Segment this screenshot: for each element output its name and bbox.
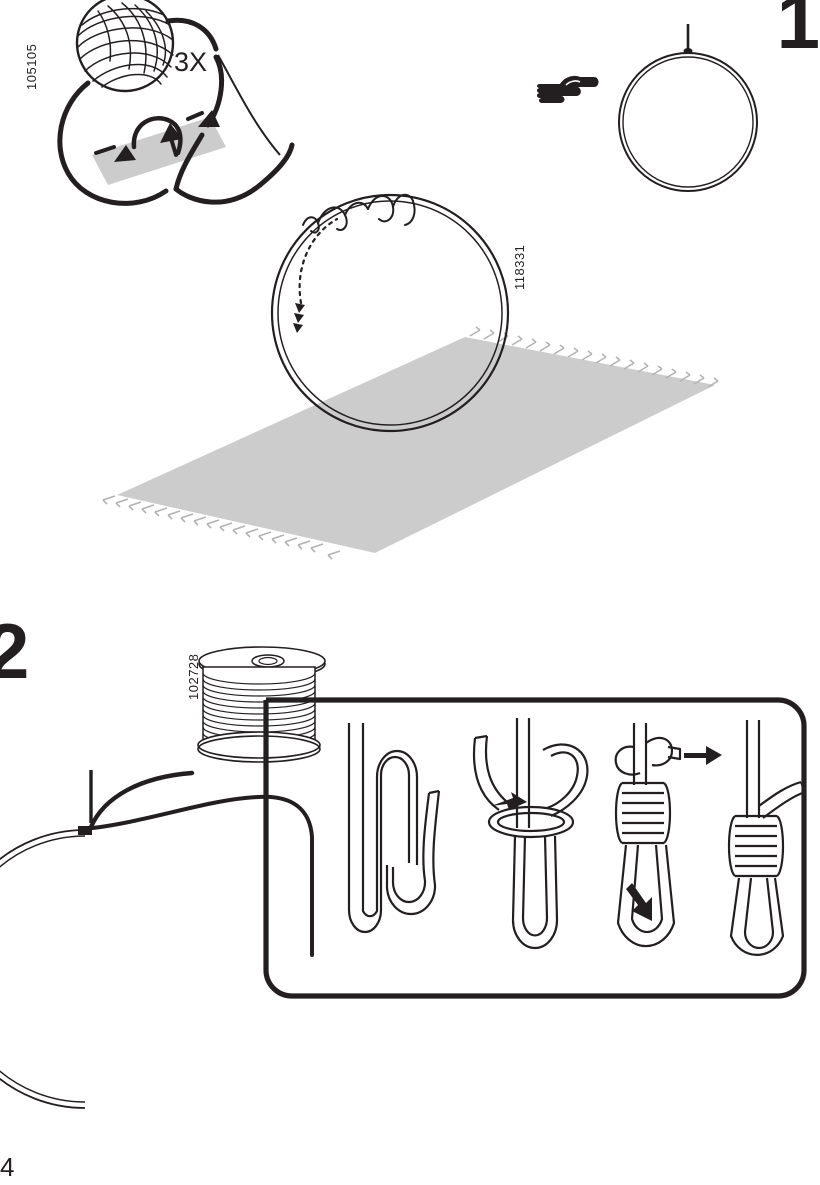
- knot-step-1-bight: [347, 723, 441, 934]
- cord-spool-illustration: [197, 646, 326, 763]
- pointing-hand-icon: [537, 75, 599, 103]
- cord-path-illustration: [88, 770, 314, 957]
- step-number-2: 2: [0, 607, 29, 695]
- wrap-direction-arrow: [491, 792, 527, 810]
- knot-sequence-panel: [263, 697, 807, 999]
- repeat-count-label: 3X: [174, 47, 207, 77]
- knot-step-4-finished: [727, 720, 807, 956]
- step-1-group: 1 105105 118331: [24, 0, 820, 560]
- motion-path-dotted: [298, 217, 339, 305]
- knot-step-2-first-wrap: [472, 718, 589, 950]
- pull-arrow-down: [626, 883, 652, 921]
- large-ring-wrapping-illustration: [270, 193, 510, 433]
- page-number: 4: [0, 1152, 15, 1182]
- tighten-arrow-right: [684, 746, 722, 765]
- ring-with-cord-illustration: [0, 826, 92, 1109]
- knot-step-3-coil-and-pull: [614, 723, 722, 948]
- hanging-ring-illustration: [618, 24, 758, 192]
- step-number-1: 1: [776, 0, 820, 65]
- yarn-ball-wrapping-illustration: 3X: [57, 0, 295, 206]
- motion-arrowheads: [293, 303, 305, 333]
